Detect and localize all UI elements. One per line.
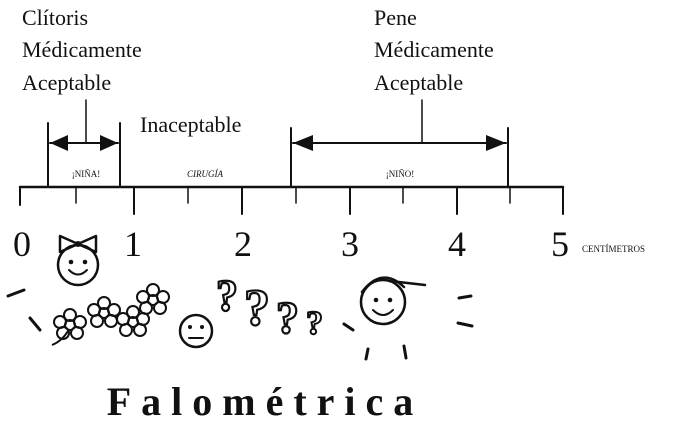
tick-label-0: 0 bbox=[13, 224, 31, 264]
cirugia-label: CIRUGÍA bbox=[187, 169, 223, 179]
motion-strokes-icon bbox=[342, 294, 474, 361]
tick-label-3: 3 bbox=[341, 224, 359, 264]
nino-label: ¡NIÑO! bbox=[386, 169, 415, 179]
flower-icon bbox=[116, 305, 150, 337]
svg-text:?: ? bbox=[276, 292, 299, 343]
flower-icon bbox=[136, 283, 170, 315]
flower-icon bbox=[87, 296, 121, 328]
sad-face-icon bbox=[178, 313, 214, 349]
tick-label-1: 1 bbox=[124, 224, 142, 264]
clitoris-label-line2: Médicamente bbox=[22, 37, 142, 62]
tick-label-2: 2 bbox=[234, 224, 252, 264]
inaceptable-label: Inaceptable bbox=[140, 112, 241, 137]
motion-strokes-icon bbox=[6, 288, 42, 332]
flower-icon bbox=[51, 308, 87, 346]
svg-text:?: ? bbox=[306, 305, 323, 342]
svg-text:?: ? bbox=[244, 280, 270, 337]
clitoris-range-bracket bbox=[47, 99, 121, 187]
pene-range-bracket bbox=[290, 99, 509, 187]
svg-text:?: ? bbox=[216, 271, 238, 320]
clitoris-label: Clítoris bbox=[22, 5, 88, 30]
pene-label-line3: Aceptable bbox=[374, 70, 463, 95]
pene-label: Pene bbox=[374, 5, 417, 30]
tick-label-5: 5 bbox=[551, 224, 569, 264]
page-title: Falométrica bbox=[107, 379, 424, 424]
ruler-axis bbox=[18, 185, 565, 215]
boy-face-icon bbox=[359, 276, 427, 326]
girl-face-icon bbox=[56, 234, 100, 287]
unit-label: CENTÍMETROS bbox=[582, 244, 645, 254]
tick-label-4: 4 bbox=[448, 224, 466, 264]
clitoris-label-line3: Aceptable bbox=[22, 70, 111, 95]
question-mark-icon: ? ? ? ? bbox=[215, 270, 324, 344]
nina-label: ¡NIÑA! bbox=[72, 169, 101, 179]
pene-label-line2: Médicamente bbox=[374, 37, 494, 62]
